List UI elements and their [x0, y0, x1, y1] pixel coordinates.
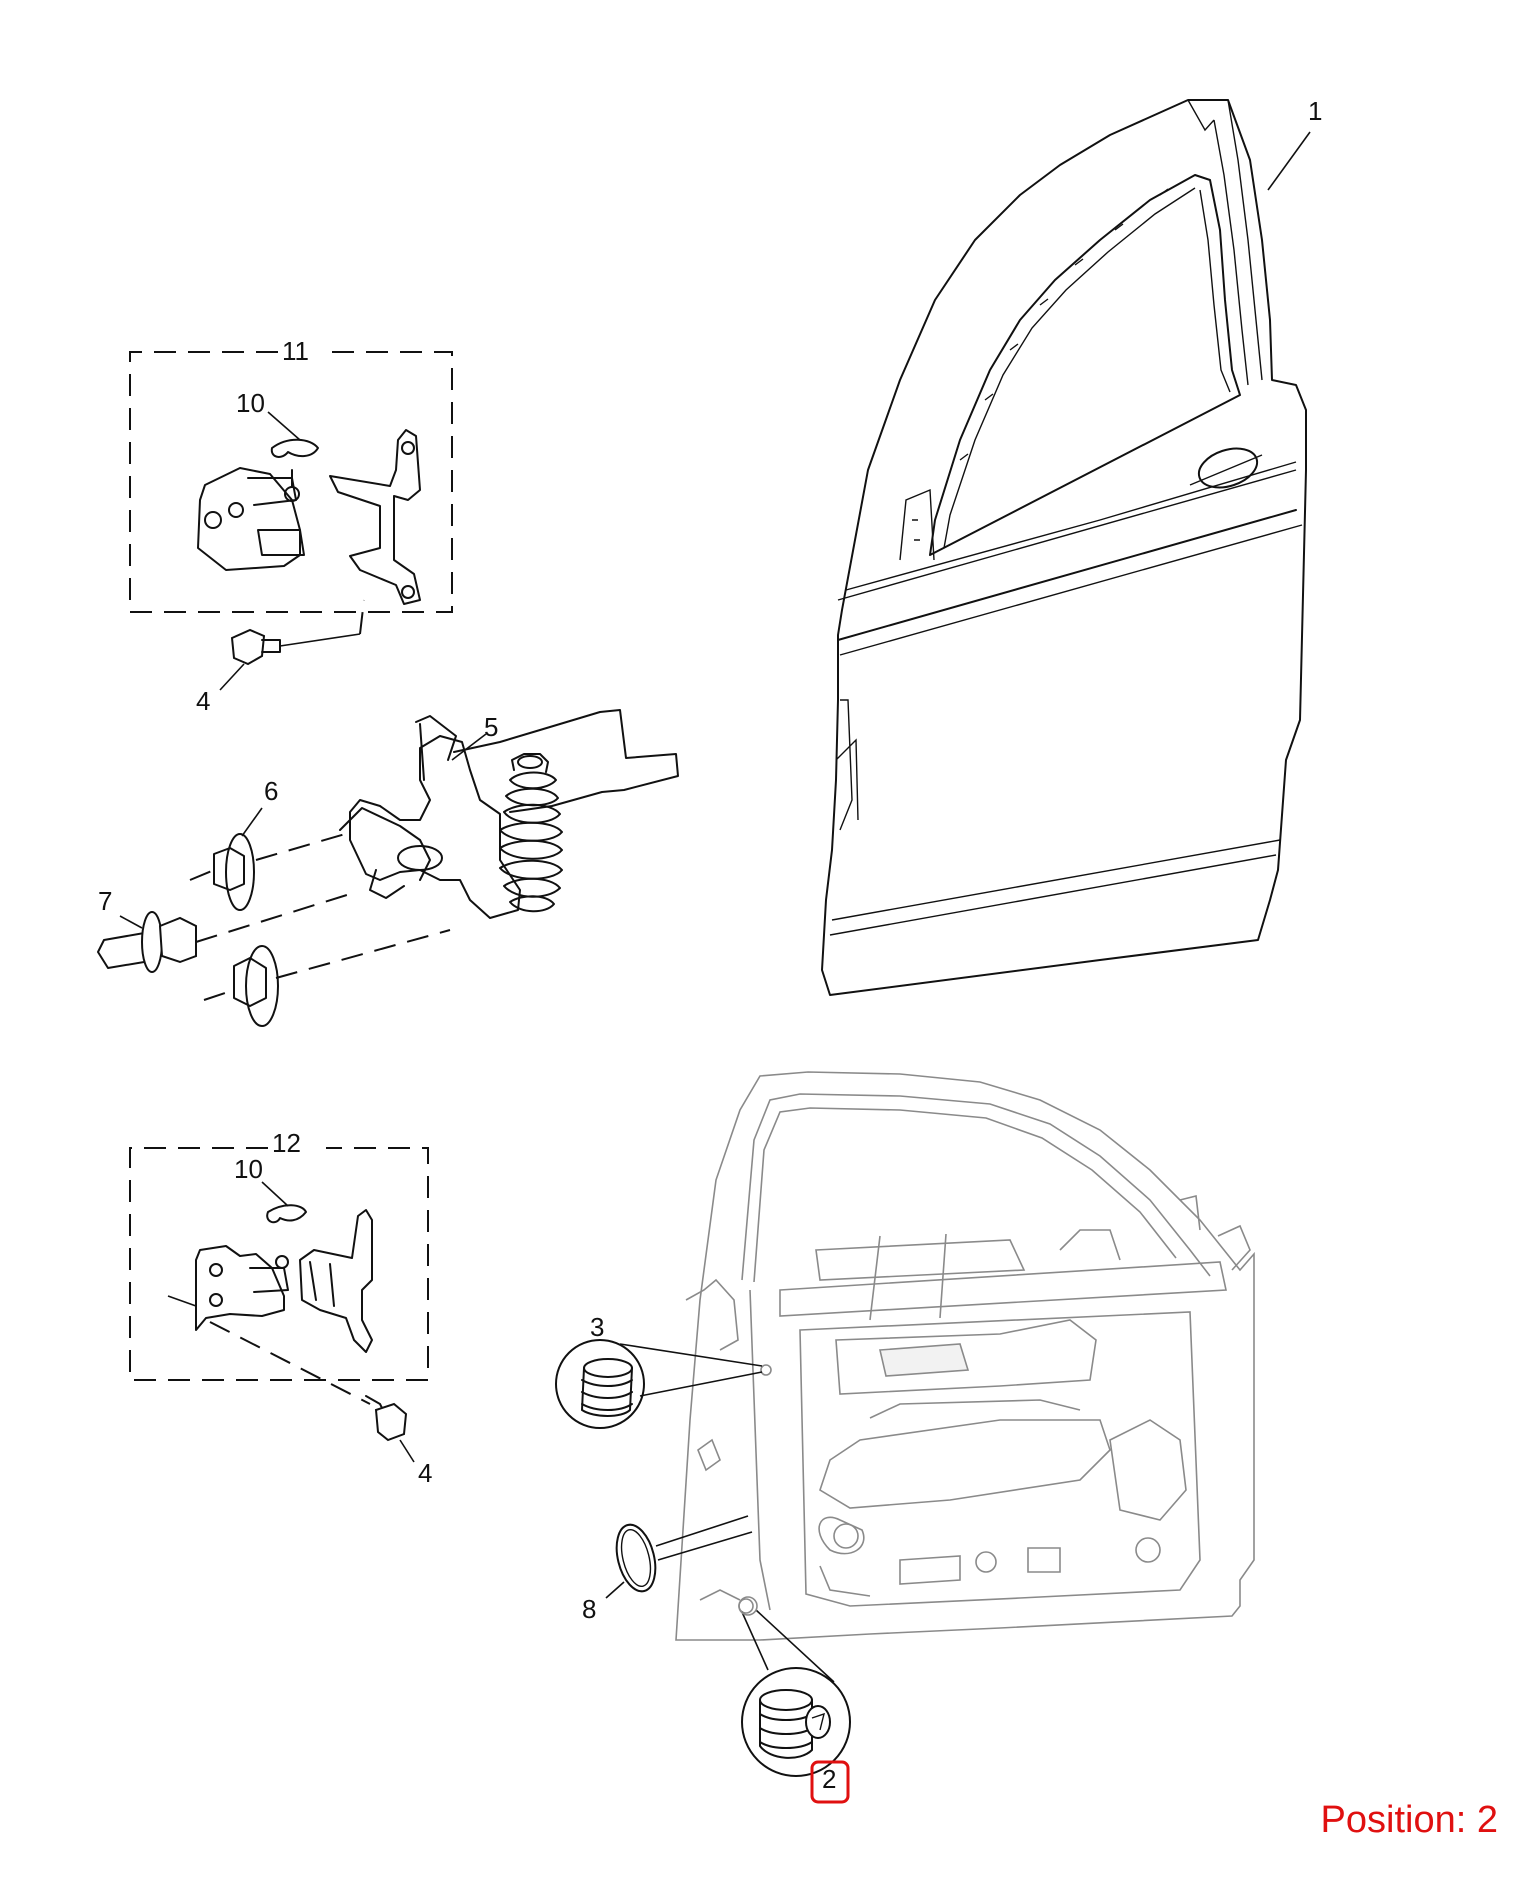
callout-5[interactable]: 5: [484, 712, 499, 742]
lower-hinge-kit-frame: [129, 1147, 429, 1381]
callout-1[interactable]: 1: [1308, 96, 1323, 126]
door-outer-panel[interactable]: [821, 99, 1307, 996]
callout-8[interactable]: 8: [582, 1594, 597, 1624]
callout-3[interactable]: 3: [590, 1312, 605, 1342]
check-washer[interactable]: [213, 833, 255, 911]
door-check-strap[interactable]: [339, 709, 679, 919]
callout-11[interactable]: 11: [282, 336, 309, 366]
door-inner-panel: [675, 1071, 1255, 1641]
lower-hinge-assembly[interactable]: [195, 1204, 373, 1353]
callout-6[interactable]: 6: [264, 776, 279, 806]
upper-hinge-kit-frame: [129, 351, 453, 613]
position-indicator: Position: 2: [1320, 1799, 1498, 1841]
o-ring-seal[interactable]: [610, 1521, 661, 1596]
callout-2[interactable]: 2: [822, 1764, 837, 1794]
callout-7[interactable]: 7: [98, 886, 113, 916]
callout-10-upper[interactable]: 10: [236, 388, 265, 418]
door-plug-2[interactable]: [741, 1667, 851, 1777]
callout-4-lower[interactable]: 4: [418, 1458, 433, 1488]
callout-12[interactable]: 12: [272, 1128, 301, 1158]
check-nut-lower[interactable]: [233, 945, 279, 1027]
lower-hinge-bolt[interactable]: [365, 1395, 408, 1442]
door-plug-3[interactable]: [555, 1339, 645, 1429]
check-bolt-stud[interactable]: [97, 911, 197, 973]
highlight-box: [810, 1760, 850, 1804]
upper-hinge-bolt[interactable]: [230, 628, 281, 666]
callout-10-lower[interactable]: 10: [234, 1154, 263, 1184]
upper-hinge-assembly[interactable]: [197, 429, 421, 605]
callout-4-upper[interactable]: 4: [196, 686, 211, 716]
